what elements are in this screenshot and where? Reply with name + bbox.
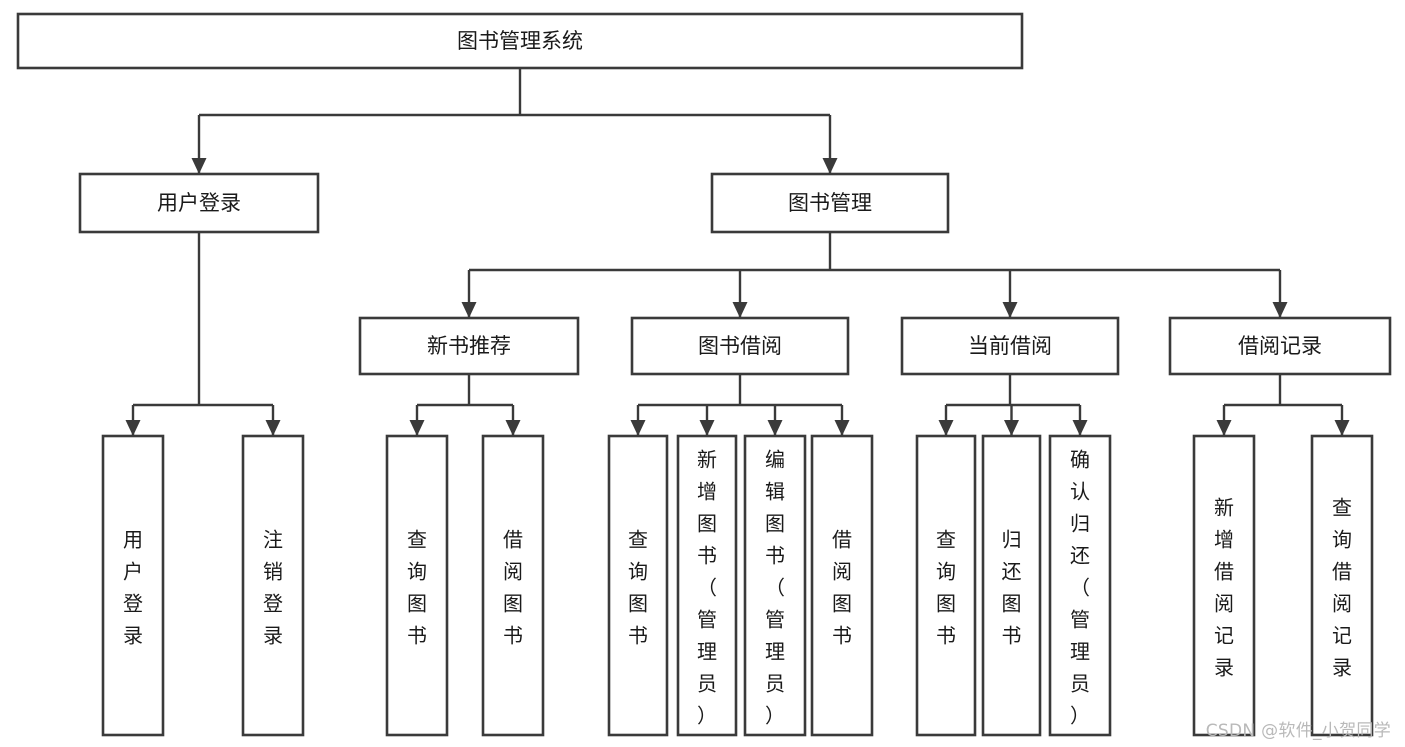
arrow-head-icon — [1002, 302, 1018, 318]
node-leaf-confirm-return[interactable]: 确认归还（管理员） — [1048, 434, 1112, 737]
node-leaf-add-book[interactable]: 新增图书（管理员） — [676, 434, 738, 737]
node-new-book-recommend[interactable]: 新书推荐 — [358, 316, 580, 376]
node-label-borrow-record: 借阅记录 — [1238, 334, 1322, 358]
node-leaf-logout[interactable]: 注销登录 — [241, 434, 305, 737]
arrow-head-icon — [767, 420, 783, 436]
node-box-borrow-record[interactable] — [1168, 316, 1392, 376]
node-box-leaf-confirm-return[interactable] — [1048, 434, 1112, 737]
arrow-head-icon — [1216, 420, 1232, 436]
node-box-leaf-edit-book[interactable] — [743, 434, 807, 737]
node-box-leaf-query-book-1[interactable] — [385, 434, 449, 737]
node-label-user-login: 用户登录 — [157, 191, 241, 215]
node-label-current-borrow: 当前借阅 — [968, 334, 1052, 358]
arrow-head-icon — [834, 420, 850, 436]
node-label-leaf-return-book: 归还图书 — [1002, 527, 1022, 647]
node-label-new-book-recommend: 新书推荐 — [427, 334, 511, 358]
node-box-leaf-borrow-book-2[interactable] — [810, 434, 874, 737]
node-leaf-query-book-3[interactable]: 查询图书 — [915, 434, 977, 737]
node-label-leaf-query-book-2: 查询图书 — [628, 527, 648, 647]
node-label-leaf-edit-book: 编辑图书（管理员） — [765, 447, 785, 727]
node-leaf-query-book-2[interactable]: 查询图书 — [607, 434, 669, 737]
node-box-book-management[interactable] — [710, 172, 950, 234]
node-leaf-borrow-book-1[interactable]: 借阅图书 — [481, 434, 545, 737]
node-label-root: 图书管理系统 — [457, 29, 583, 53]
node-leaf-edit-book[interactable]: 编辑图书（管理员） — [743, 434, 807, 737]
node-box-book-borrow[interactable] — [630, 316, 850, 376]
node-user-login[interactable]: 用户登录 — [78, 172, 320, 234]
connector-group-edge-bookmgmt-bus — [467, 232, 1282, 317]
node-label-leaf-user-login: 用户登录 — [123, 527, 143, 647]
arrow-head-icon — [125, 420, 141, 436]
node-leaf-user-login[interactable]: 用户登录 — [101, 434, 165, 737]
node-leaf-query-borrow-record[interactable]: 查询借阅记录 — [1310, 434, 1374, 737]
node-current-borrow[interactable]: 当前借阅 — [900, 316, 1120, 376]
connector-group-edge-root-bus — [197, 68, 832, 173]
node-box-leaf-return-book[interactable] — [981, 434, 1042, 737]
node-leaf-return-book[interactable]: 归还图书 — [981, 434, 1042, 737]
arrow-head-icon — [265, 420, 281, 436]
arrow-head-icon — [1072, 420, 1088, 436]
node-root[interactable]: 图书管理系统 — [16, 12, 1024, 70]
node-label-leaf-query-borrow-record: 查询借阅记录 — [1332, 495, 1352, 679]
arrow-head-icon — [732, 302, 748, 318]
arrow-head-icon — [630, 420, 646, 436]
node-box-leaf-logout[interactable] — [241, 434, 305, 737]
connector-group-edge-newbook-bus — [415, 374, 515, 435]
arrow-head-icon — [505, 420, 521, 436]
connector-group-edge-bookborrow-bus — [636, 374, 844, 435]
node-box-user-login[interactable] — [78, 172, 320, 234]
node-label-leaf-borrow-book-2: 借阅图书 — [832, 527, 852, 647]
node-label-leaf-logout: 注销登录 — [263, 527, 283, 647]
arrow-head-icon — [822, 158, 838, 174]
node-box-new-book-recommend[interactable] — [358, 316, 580, 376]
node-box-leaf-add-borrow-record[interactable] — [1192, 434, 1256, 737]
node-label-leaf-query-book-1: 查询图书 — [407, 527, 427, 647]
node-box-leaf-add-book[interactable] — [676, 434, 738, 737]
node-box-leaf-query-book-2[interactable] — [607, 434, 669, 737]
node-box-current-borrow[interactable] — [900, 316, 1120, 376]
arrow-head-icon — [938, 420, 954, 436]
node-leaf-add-borrow-record[interactable]: 新增借阅记录 — [1192, 434, 1256, 737]
node-label-leaf-confirm-return: 确认归还（管理员） — [1070, 447, 1090, 727]
node-label-leaf-add-borrow-record: 新增借阅记录 — [1214, 495, 1234, 679]
node-book-borrow[interactable]: 图书借阅 — [630, 316, 850, 376]
node-leaf-query-book-1[interactable]: 查询图书 — [385, 434, 449, 737]
arrow-head-icon — [461, 302, 477, 318]
arrow-head-icon — [1004, 420, 1019, 436]
node-box-leaf-query-book-3[interactable] — [915, 434, 977, 737]
arrow-head-icon — [1272, 302, 1288, 318]
connectors-layer — [125, 68, 1350, 436]
nodes-layer: 图书管理系统用户登录图书管理新书推荐图书借阅当前借阅借阅记录用户登录注销登录查询… — [16, 12, 1392, 737]
node-box-leaf-query-borrow-record[interactable] — [1310, 434, 1374, 737]
arrow-head-icon — [409, 420, 425, 436]
node-label-leaf-add-book: 新增图书（管理员） — [697, 447, 717, 727]
node-box-leaf-borrow-book-1[interactable] — [481, 434, 545, 737]
node-box-leaf-user-login[interactable] — [101, 434, 165, 737]
connector-group-edge-userlogin-bus — [131, 232, 275, 435]
arrow-head-icon — [699, 420, 715, 436]
node-label-leaf-borrow-book-1: 借阅图书 — [503, 527, 523, 647]
arrow-head-icon — [191, 158, 207, 174]
node-book-management[interactable]: 图书管理 — [710, 172, 950, 234]
node-leaf-borrow-book-2[interactable]: 借阅图书 — [810, 434, 874, 737]
node-label-book-borrow: 图书借阅 — [698, 334, 782, 358]
node-box-root[interactable] — [16, 12, 1024, 70]
node-label-book-management: 图书管理 — [788, 191, 872, 215]
arrow-head-icon — [1334, 420, 1350, 436]
connector-group-edge-borrowrecord-bus — [1222, 374, 1344, 435]
node-borrow-record[interactable]: 借阅记录 — [1168, 316, 1392, 376]
node-label-leaf-query-book-3: 查询图书 — [936, 527, 956, 647]
